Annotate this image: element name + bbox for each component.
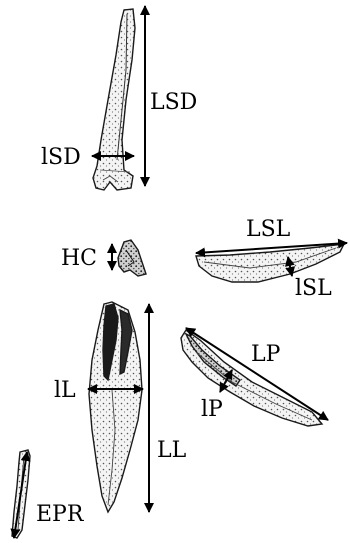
epr-label: EPR [36,502,85,527]
lsd-label: LSD [150,90,197,115]
lsl-label: LSL [246,217,291,242]
isd-label: lSD [41,145,81,170]
ip-label: lP [201,397,223,422]
lp-label: LP [251,342,281,367]
hc-label: HC [61,246,97,271]
il-label: lL [54,378,76,403]
isl-label: lSL [295,276,332,301]
lamina-bone [89,302,142,512]
dorsal-spur-bone [93,9,135,190]
head-capitulum-bone [118,240,146,276]
ll-label: LL [157,438,187,463]
